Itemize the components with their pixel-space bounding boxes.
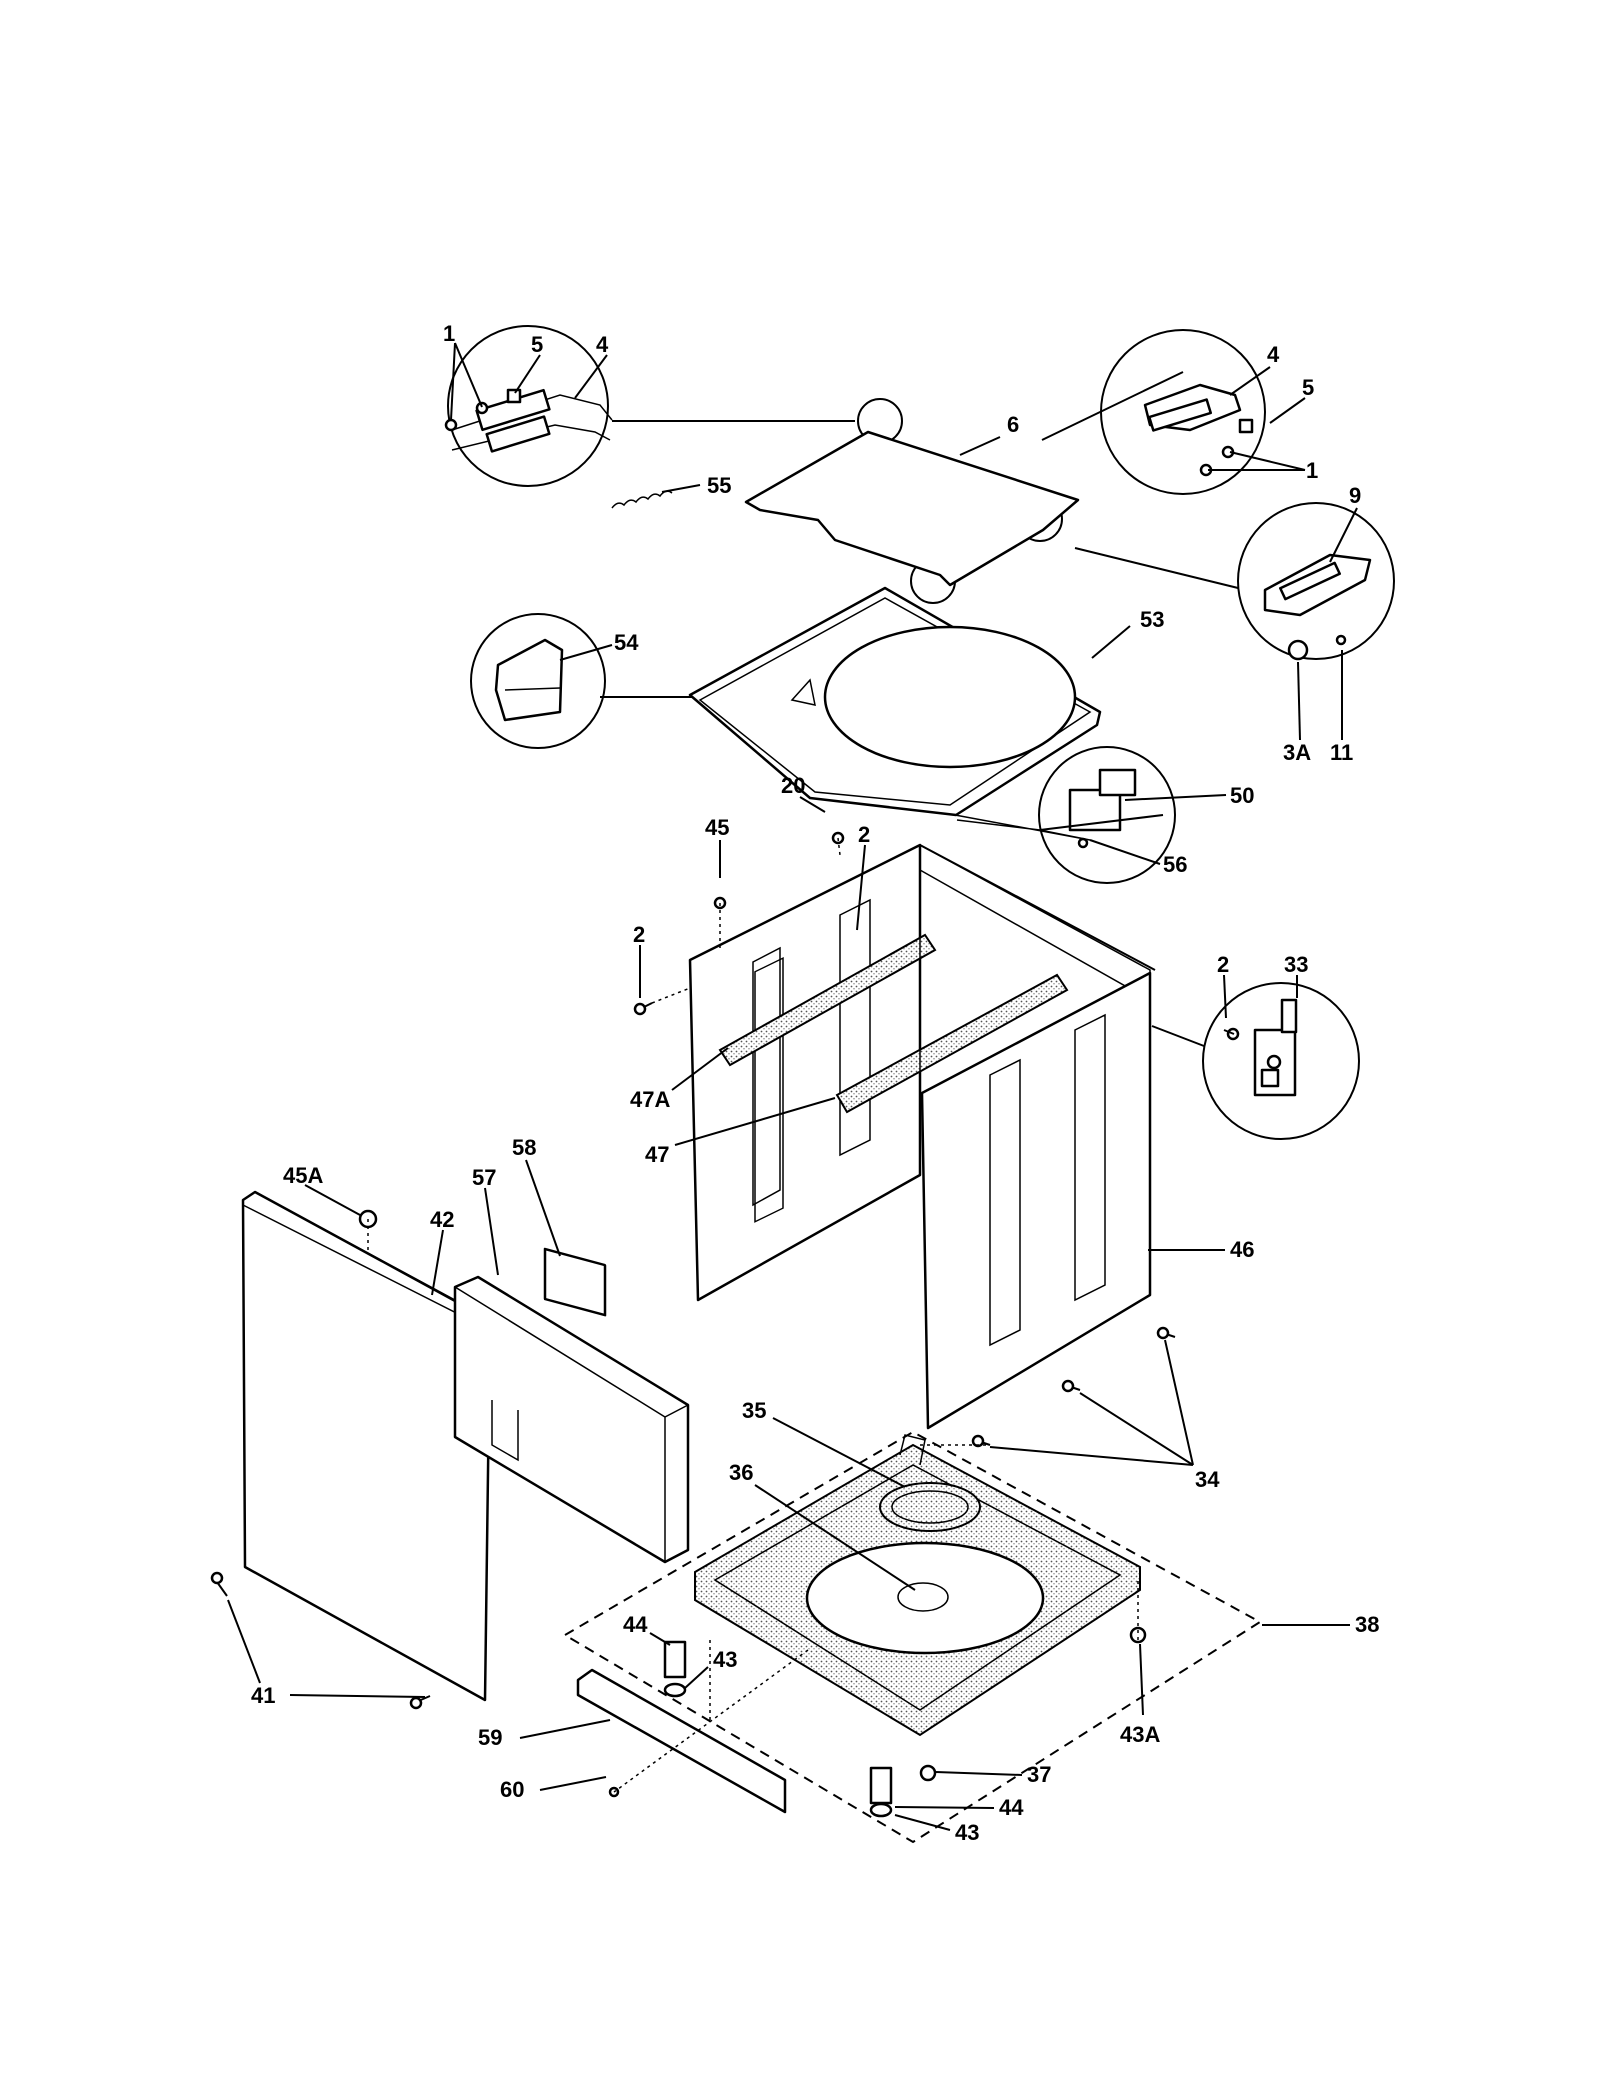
cabinet-side-panel-46 <box>920 971 1152 1430</box>
detail-lid-switch-mount <box>1237 502 1395 661</box>
callout-43a: 43 <box>713 1647 737 1672</box>
callout-35: 35 <box>742 1398 766 1423</box>
callout-44a: 44 <box>623 1612 648 1637</box>
callout-5a: 5 <box>531 332 543 357</box>
callout-20: 20 <box>781 773 805 798</box>
callout-47a: 47A <box>630 1087 670 1112</box>
callout-43b: 43 <box>955 1820 979 1845</box>
callout-56: 56 <box>1163 852 1187 877</box>
callout-38: 38 <box>1355 1612 1379 1637</box>
callout-4a: 4 <box>596 332 609 357</box>
callout-50: 50 <box>1230 783 1254 808</box>
callout-42: 42 <box>430 1207 454 1232</box>
base-frame <box>694 1434 1141 1737</box>
insulation-57 <box>453 1275 690 1564</box>
callout-6: 6 <box>1007 412 1019 437</box>
leveling-legs <box>663 1626 1147 1818</box>
label-58 <box>543 1247 607 1317</box>
lid-spring <box>611 490 673 509</box>
callout-44b: 44 <box>999 1795 1024 1820</box>
front-panel-42 <box>241 1190 493 1702</box>
callout-1b: 1 <box>1306 458 1318 483</box>
screws <box>210 831 1235 1798</box>
callout-57: 57 <box>472 1165 496 1190</box>
callout-47: 47 <box>645 1142 669 1167</box>
callout-58: 58 <box>512 1135 536 1160</box>
cabinet-back-panel <box>688 843 1156 1302</box>
callout-labels: 1 5 4 55 6 4 5 1 9 3A 11 54 53 20 50 56 … <box>251 321 1379 1845</box>
base-ring-35 <box>879 1482 981 1532</box>
callout-55: 55 <box>707 473 731 498</box>
toe-plate-59 <box>576 1668 787 1814</box>
lid <box>744 430 1080 587</box>
callout-54: 54 <box>614 630 639 655</box>
callout-34: 34 <box>1195 1467 1220 1492</box>
base-assembly-boundary <box>563 1430 1262 1844</box>
callout-5b: 5 <box>1302 375 1314 400</box>
callout-9: 9 <box>1349 483 1361 508</box>
callout-41: 41 <box>251 1683 275 1708</box>
callout-2c: 2 <box>1217 952 1229 977</box>
detail-bleach-dispenser <box>470 613 606 749</box>
top-panel-opening <box>823 625 1077 769</box>
callout-3a: 3A <box>1283 740 1311 765</box>
callout-33: 33 <box>1284 952 1308 977</box>
callout-2b: 2 <box>633 922 645 947</box>
callout-36: 36 <box>729 1460 753 1485</box>
callout-59: 59 <box>478 1725 502 1750</box>
callout-4b: 4 <box>1267 342 1280 367</box>
callout-53: 53 <box>1140 607 1164 632</box>
callout-43a2: 43A <box>1120 1722 1160 1747</box>
callout-46: 46 <box>1230 1237 1254 1262</box>
detail-right-hinge <box>1100 329 1266 495</box>
callout-37: 37 <box>1027 1762 1051 1787</box>
callout-2a: 2 <box>858 822 870 847</box>
callout-45a: 45A <box>283 1163 323 1188</box>
callout-45: 45 <box>705 815 729 840</box>
detail-water-valve <box>1202 982 1360 1140</box>
callout-11: 11 <box>1330 740 1353 765</box>
leader-lines <box>227 342 1358 1831</box>
callout-1a: 1 <box>443 321 455 346</box>
brace-47 <box>835 973 1069 1114</box>
detail-left-hinge <box>444 325 613 487</box>
callout-60: 60 <box>500 1777 524 1802</box>
brace-47a <box>718 933 937 1067</box>
